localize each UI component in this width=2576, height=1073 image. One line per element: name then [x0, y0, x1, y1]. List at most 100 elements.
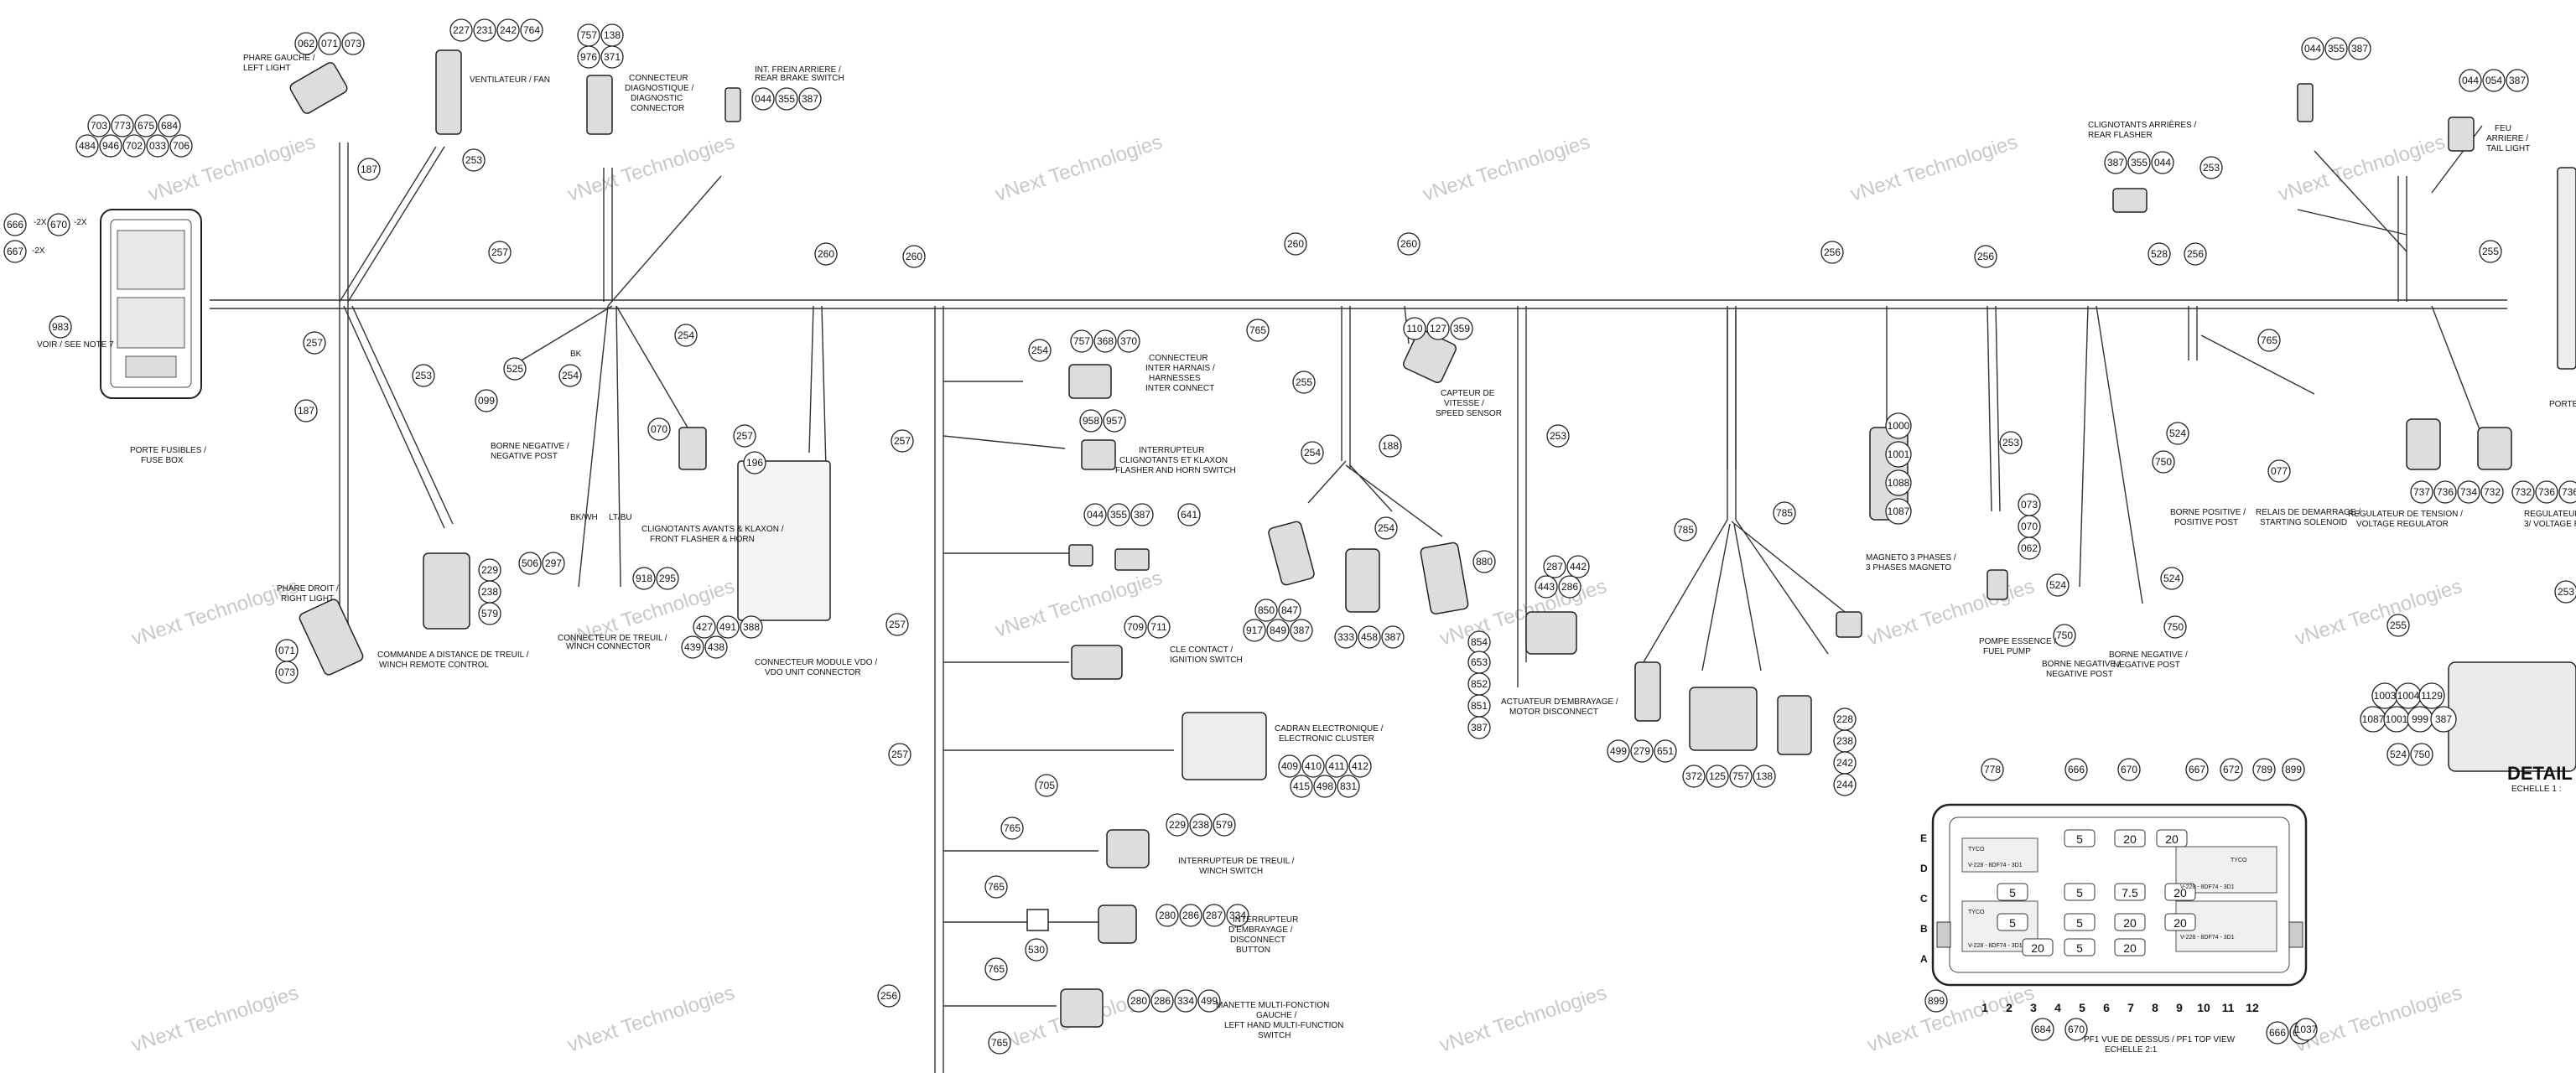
segment-circle [733, 424, 756, 448]
callout-text: 070 [2021, 521, 2038, 532]
pf1-part-text: V-228 - 8DF74 - 3D1 [2180, 884, 2235, 890]
segment-label: 255 [1292, 371, 1316, 394]
callout-circle [751, 87, 775, 111]
callout-text: 442 [1570, 561, 1587, 573]
callout-circle [2433, 480, 2457, 504]
callout-circle [496, 18, 520, 42]
callout-bubble: 044 [751, 87, 775, 111]
pf1-fuse-rating: 20 [2123, 832, 2137, 846]
pf1-fuse: 20 [2114, 913, 2146, 931]
callout-bubble: 765 [988, 1031, 1011, 1055]
watermark-text: vNext Technologies [1848, 131, 2021, 206]
callout-circle [1334, 625, 1358, 649]
callout-circle [1000, 816, 1024, 840]
pf1-fuse-rating: 5 [2076, 916, 2083, 930]
label-int-embrayage: INTERRUPTEUR [1233, 915, 1298, 925]
callout-text: 670 [50, 219, 67, 231]
callout-bubble: 033 [146, 134, 169, 158]
callout-circle [1025, 938, 1048, 962]
pf1-fuse-body [2114, 883, 2146, 901]
callout-text: 410 [1305, 760, 1322, 772]
callout-text: 044 [2304, 43, 2321, 54]
callout-circle [1607, 739, 1630, 763]
callout-bubble: 387 [798, 87, 822, 111]
callout-circle [1358, 625, 1381, 649]
segment-circle [674, 324, 698, 347]
callout-text: 355 [2328, 43, 2345, 54]
callout-text: 438 [708, 641, 724, 653]
callout-bubble: 666 [2266, 1021, 2289, 1044]
label-regulateur: REGULATEUR DE TENSION / [2348, 510, 2463, 519]
segment-circle [2257, 329, 2281, 352]
label-winch-switch: WINCH SWITCH [1199, 867, 1263, 876]
callout-text: 999 [2412, 713, 2428, 725]
callout-bubble: 229 [1166, 813, 1189, 837]
callout-bubble: 684 [158, 114, 181, 137]
callout-bubble: 286 [1558, 575, 1581, 599]
callout-bubble: 530 [1025, 938, 1048, 962]
callout-text: 672 [2223, 764, 2240, 775]
callout-text: 297 [545, 557, 562, 569]
callout-circle [2386, 743, 2410, 766]
callout-bubble: 899 [2282, 758, 2305, 781]
callout-circle [318, 32, 341, 55]
callout-text: 506 [522, 557, 538, 569]
callout-circle [704, 635, 728, 659]
callout-text: 641 [1181, 509, 1197, 521]
label-vdo-unit: VDO UNIT CONNECTOR [765, 668, 861, 677]
callout-circle [542, 552, 565, 575]
label-button: BUTTON [1236, 946, 1270, 955]
callout-circle [275, 661, 299, 684]
callout-bubble: 253 [2554, 580, 2576, 604]
label-phare-droit: PHARE DROIT / [277, 584, 339, 594]
segment-text: 765 [2261, 334, 2277, 346]
segment-label: 253 [462, 148, 486, 172]
callout-circle [134, 114, 158, 137]
pf1-col-label: 2 [2006, 1001, 2012, 1014]
pf1-fuse-body [2114, 829, 2146, 848]
callout-text: 918 [636, 573, 652, 584]
callout-bubble: 831 [1337, 775, 1360, 798]
callout-text: 359 [1453, 323, 1470, 334]
label-fuse-box: FUSE BOX [141, 456, 184, 465]
callout-circle [693, 615, 716, 639]
segment-text: 260 [906, 251, 922, 262]
callout-text: 387 [1471, 722, 1488, 733]
callout-text: 286 [1154, 995, 1171, 1007]
pf1-part-text: V-228 - 8DF74 - 3D1 [2180, 935, 2235, 941]
pf1-col-label: 12 [2246, 1001, 2259, 1014]
label-module-vdo: CONNECTEUR MODULE VDO / [755, 658, 877, 667]
callout-circle [2558, 480, 2576, 504]
callout-bubble: 125 [1706, 765, 1729, 788]
callout-text: 899 [1928, 995, 1945, 1007]
watermark-text: vNext Technologies [129, 982, 302, 1057]
label-phases-magneto: 3 PHASES MAGNETO [1866, 563, 1951, 573]
callout-circle [1083, 503, 1107, 526]
callout-text: 1003 [2374, 690, 2397, 702]
segment-label: 260 [814, 242, 838, 266]
callout-text: 110 [1406, 323, 1422, 334]
pf1-fuse: 5 [1997, 883, 2028, 901]
callout-circle [478, 602, 501, 625]
callout-bubble: 670 [2117, 758, 2141, 781]
callout-bubble: 138 [1753, 765, 1776, 788]
callout-circle [1290, 775, 1313, 798]
callout-circle [1313, 775, 1337, 798]
label-voltage-reg2: 3/ VOLTAGE RE [2524, 520, 2576, 529]
callout-bubble: 355 [775, 87, 798, 111]
label-magneto: MAGNETO 3 PHASES / [1866, 553, 1956, 562]
pf1-fuse-body [1997, 913, 2028, 931]
callout-bubble: 976 [577, 45, 600, 69]
callout-bubble: 286 [1179, 904, 1202, 927]
segment-label: 257 [733, 424, 756, 448]
callout-circle [2064, 1018, 2088, 1041]
segment-text: 257 [891, 749, 908, 760]
callout-bubble: 443 [1535, 575, 1558, 599]
callout-circle [2554, 580, 2576, 604]
label-winch-connector: WINCH CONNECTOR [566, 642, 651, 651]
label-disconnect: DISCONNECT [1230, 936, 1285, 945]
callout-text: 044 [755, 93, 771, 105]
callout-text: 229 [1169, 819, 1186, 831]
callout-circle [294, 32, 318, 55]
callout-bubble: 667 [3, 240, 27, 263]
